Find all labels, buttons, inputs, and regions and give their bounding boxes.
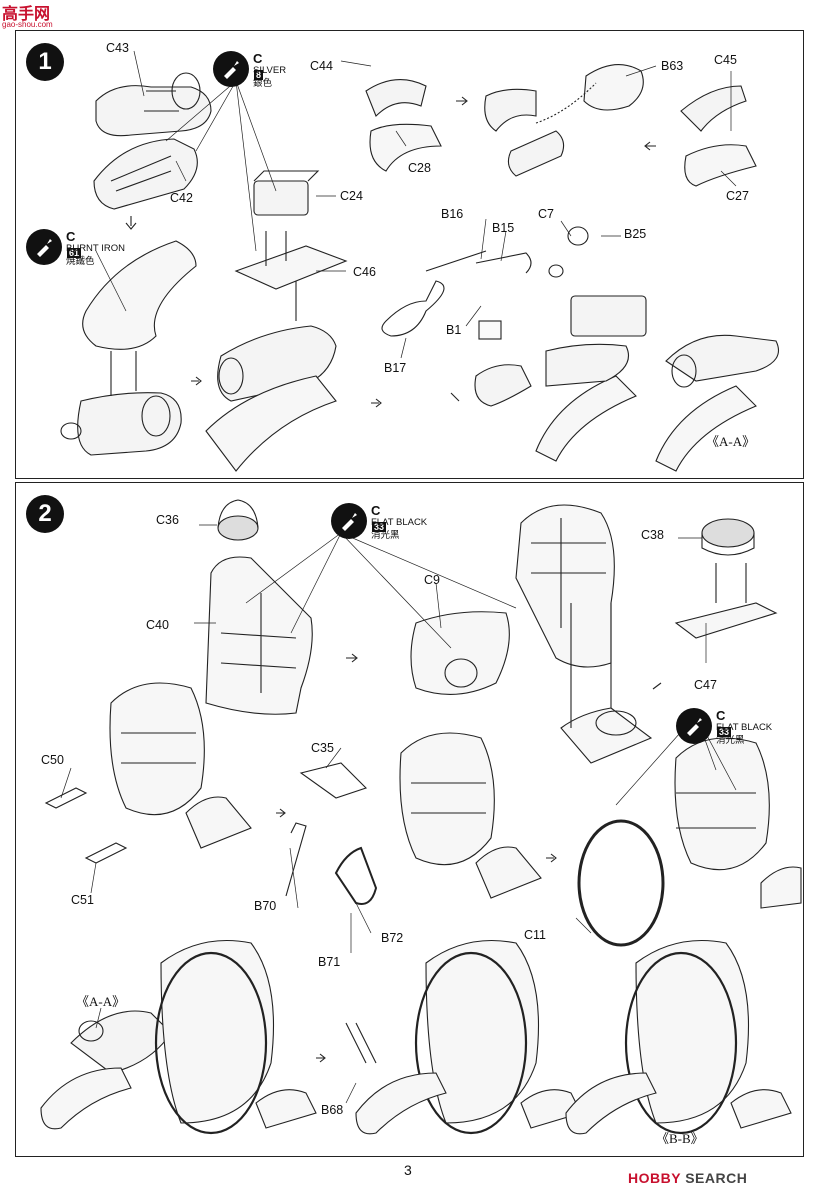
paint-code: C <box>371 503 381 518</box>
part-label: C35 <box>311 741 334 755</box>
part-label: C28 <box>408 161 431 175</box>
brush-icon <box>26 229 62 265</box>
paint-number: 33 <box>372 522 387 532</box>
paint-name: BURNT IRON <box>66 243 125 254</box>
paint-name-cn: 焼鐵色 <box>66 256 95 267</box>
part-label: C27 <box>726 189 749 203</box>
paint-code: C <box>66 229 76 244</box>
step-2-number: 2 <box>26 495 64 533</box>
part-label: B15 <box>492 221 515 235</box>
part-label: C44 <box>310 59 333 73</box>
subassembly-ref: 《B-B》 <box>656 1131 704 1146</box>
step-1-illustration <box>60 50 780 472</box>
brush-icon <box>331 503 367 539</box>
part-label: C47 <box>694 678 717 692</box>
part-label: B1 <box>446 323 462 337</box>
paint-name-cn: 消光黑 <box>716 735 745 746</box>
watermark-logo: 高手网 <box>2 6 51 23</box>
step-2-panel: 2 <box>15 482 804 1157</box>
part-label: C43 <box>106 41 129 55</box>
paint-name-cn: 銀色 <box>253 78 273 89</box>
part-label: C38 <box>641 528 664 542</box>
subassembly-ref: 《A-A》 <box>706 434 756 449</box>
part-label: C24 <box>340 189 363 203</box>
page-number: 3 <box>404 1162 412 1178</box>
part-label: B16 <box>441 207 464 221</box>
step-2-illustration <box>40 499 802 1135</box>
paint-code: C <box>716 708 726 723</box>
part-label: B25 <box>624 227 647 241</box>
paint-number: 61 <box>67 248 82 258</box>
brush-icon <box>213 51 249 87</box>
subassembly-ref: 《A-A》 <box>76 994 126 1009</box>
part-label: B70 <box>254 899 277 913</box>
part-label: C42 <box>170 191 193 205</box>
step-1-number: 1 <box>26 43 64 81</box>
part-label: C45 <box>714 53 737 67</box>
watermark-word: SEARCH <box>685 1170 748 1186</box>
step-1-panel: 1 <box>15 30 804 479</box>
paint-number: 33 <box>717 727 732 737</box>
part-label: B17 <box>384 361 407 375</box>
part-label: C46 <box>353 265 376 279</box>
paint-name: FLAT BLACK <box>371 517 428 528</box>
part-label: C51 <box>71 893 94 907</box>
part-label: C11 <box>524 928 547 942</box>
paint-code: C <box>253 51 263 66</box>
watermark-mark: HOBBY <box>628 1170 681 1186</box>
paint-name-cn: 消光黑 <box>371 530 400 541</box>
part-label: C50 <box>41 753 64 767</box>
paint-name: SILVER <box>253 65 287 76</box>
paint-name: FLAT BLACK <box>716 722 773 733</box>
part-label: B71 <box>318 955 341 969</box>
part-label: C36 <box>156 513 179 527</box>
part-label: B72 <box>381 931 404 945</box>
watermark-site: gao-shou.com <box>2 20 53 29</box>
part-label: B68 <box>321 1103 344 1117</box>
paint-number: 8 <box>254 70 264 80</box>
watermark-bottom: HOBBY SEARCH <box>628 1170 747 1186</box>
part-label: C9 <box>424 573 440 587</box>
part-label: C7 <box>538 207 554 221</box>
part-label: B63 <box>661 59 684 73</box>
brush-icon <box>676 708 712 744</box>
part-label: C40 <box>146 618 169 632</box>
